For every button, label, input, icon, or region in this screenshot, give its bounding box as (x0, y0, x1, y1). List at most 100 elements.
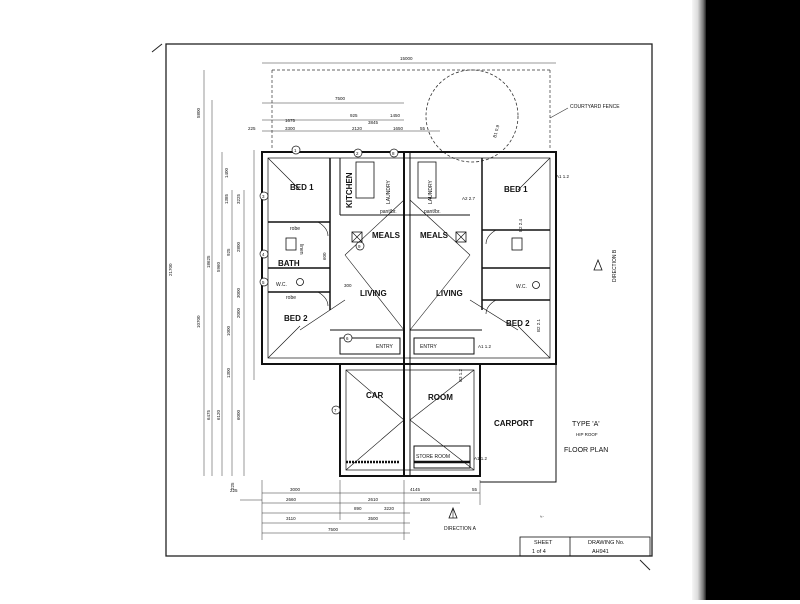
section-marker (259, 277, 269, 287)
dim-inner: 3000 (236, 287, 241, 298)
garage-outline (339, 363, 481, 477)
room-label-living-left: LIVING (360, 289, 387, 298)
dim-bottom: 4145 (410, 487, 421, 492)
section-marker-label: 7 (334, 408, 337, 413)
dim-inner: 5960 (216, 261, 221, 272)
direction-b-arrow (593, 258, 603, 271)
dim-top: 1675 (285, 118, 296, 123)
room-label-living-right: LIVING (436, 289, 463, 298)
section-marker-label: 4 (262, 252, 265, 257)
section-marker-label: 2 (356, 151, 359, 156)
room-label-car: CAR (366, 391, 384, 400)
dim-bottom: 55 (472, 487, 478, 492)
room-label-bed1-right: BED 1 (504, 185, 528, 194)
fence-leader (549, 107, 569, 119)
room-label-entry-right: ENTRY (420, 344, 438, 350)
title-block (519, 536, 651, 557)
robe-label: robe (286, 295, 296, 301)
direction-b-label: DIRECTION B (612, 249, 618, 282)
dim-inner: 2800 (236, 241, 241, 252)
dim-top: 925 (350, 113, 358, 118)
building-outline (261, 151, 557, 365)
room-label-meals-right: MEALS (420, 231, 449, 240)
dim-bottom: 3000 (290, 487, 301, 492)
dim-bottom: 225 (230, 488, 238, 493)
section-marker (353, 148, 363, 158)
section-marker (355, 241, 365, 251)
section-marker-label: 6 (346, 336, 349, 341)
room-label-store-room: STORE ROOM (416, 454, 450, 460)
direction-a-label: DIRECTION A (444, 526, 477, 532)
window-tag: A1 1.2 (478, 344, 492, 349)
section-marker (343, 333, 353, 343)
room-label-bed1-left: BED 1 (290, 183, 314, 192)
sheet-border (165, 43, 653, 557)
room-label-room: ROOM (428, 393, 453, 402)
dim-inner: 2000 (236, 307, 241, 318)
floor-plan-title: FLOOR PLAN (564, 447, 608, 454)
dim-bottom: 2610 (368, 497, 379, 502)
window-tag: B2 2.1 (536, 318, 541, 332)
window-tag: B3 1.2 (458, 368, 463, 382)
robe-label: robe (290, 226, 300, 232)
pantry-label: pant/br. (380, 209, 397, 215)
section-marker-label: 5 (262, 280, 265, 285)
dim-inner: 3225 (236, 193, 241, 204)
section-marker (291, 145, 301, 155)
window-tag: B2 2.4 (518, 218, 523, 232)
dim-inner: 18625 (206, 255, 211, 268)
section-marker (389, 148, 399, 158)
dim-bottom: 2660 (286, 497, 297, 502)
dim-left: 6475 (206, 409, 211, 420)
dim-inner: 1400 (224, 167, 229, 178)
dim-left: 21700 (168, 263, 173, 276)
room-label-entry-left: ENTRY (376, 344, 394, 350)
dim-top: 7500 (335, 96, 346, 101)
section-marker-label: 1 (294, 148, 297, 153)
dimension-lines (203, 62, 556, 540)
courtyard-fence-label: COURTYARD FENCE (570, 104, 620, 110)
dim-left: 10700 (196, 315, 201, 328)
dim-bottom: 1800 (420, 497, 431, 502)
room-label-bed2-right: BED 2 (506, 319, 530, 328)
room-label-laundry-right: LAUNDRY (428, 180, 434, 204)
pantry-label: pant/br. (424, 209, 441, 215)
dim-left: 225 (230, 482, 235, 490)
window-tag: A2 2.7 (462, 196, 476, 201)
drawing-number-value: AH941 (592, 549, 609, 555)
dim-top: 1650 (393, 126, 404, 131)
type-label: TYPE 'A' (572, 421, 600, 428)
dim-inner: 6000 (236, 409, 241, 420)
corner-tick (151, 43, 163, 53)
room-label-bed2-left: BED 2 (284, 314, 308, 323)
dim-top: 2120 (352, 126, 363, 131)
window-tag: A1 1.2 (474, 456, 488, 461)
section-marker (259, 249, 269, 259)
dim-top: 55 (420, 126, 426, 131)
dim-small: 600 (322, 252, 327, 260)
sheet-value: 1 of 4 (532, 549, 546, 555)
dim-bottom: 7500 (328, 527, 339, 532)
dim-bottom: 3220 (384, 506, 395, 511)
section-marker-label: 8 (392, 151, 395, 156)
dim-top: 1450 (390, 113, 401, 118)
direction-a-arrow (448, 506, 458, 519)
dim-inner: 925 (226, 248, 231, 256)
sheet-label: SHEET (534, 540, 553, 546)
window-tag: B1 0.9 (492, 124, 500, 138)
dim-small: 300 (344, 283, 352, 288)
roof-label: HIP ROOF (576, 432, 598, 437)
section-marker (331, 405, 341, 415)
dim-top: 3845 (368, 120, 379, 125)
room-label-meals-left: MEALS (372, 231, 401, 240)
dim-overall-width: 15000 (400, 56, 413, 61)
room-label-kitchen: KITCHEN (345, 172, 354, 208)
room-label-bath: BATH (278, 259, 300, 268)
courtyard-tree-circle (425, 69, 519, 163)
corner-tick (639, 559, 651, 571)
dim-inner: 1385 (224, 193, 229, 204)
dim-inner: 1300 (226, 367, 231, 378)
dim-left: 5800 (196, 107, 201, 118)
